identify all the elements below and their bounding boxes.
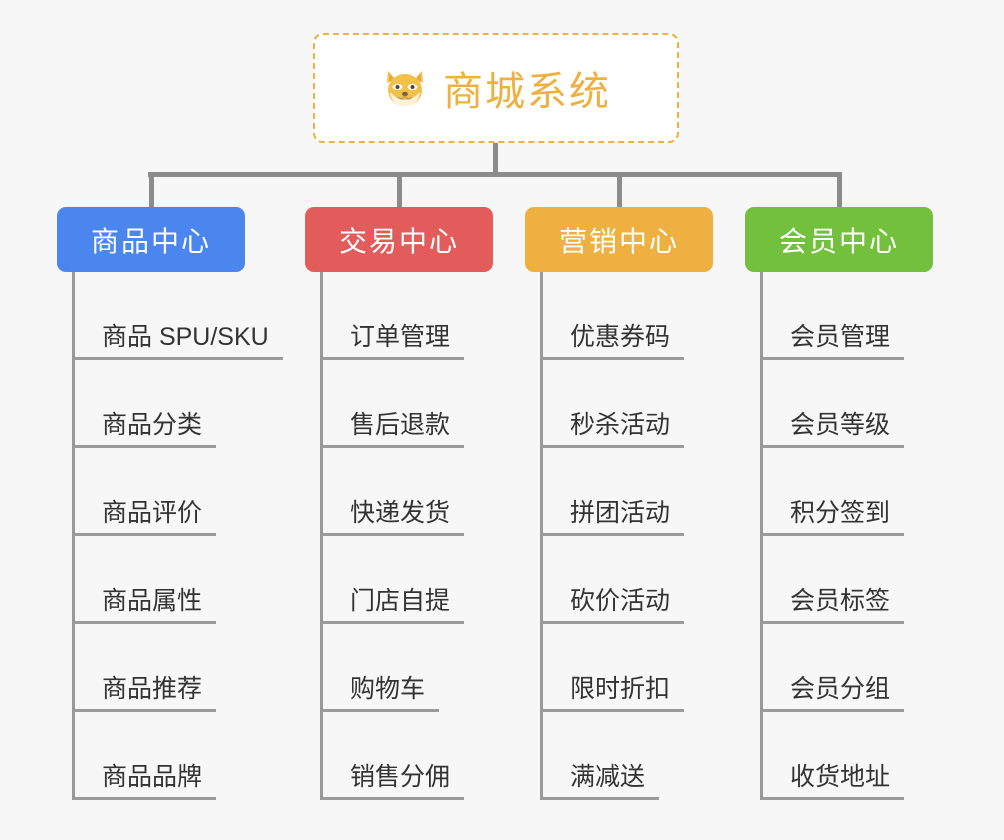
leaf-item[interactable]: 商品推荐 bbox=[72, 624, 283, 712]
leaf-item-label: 商品 SPU/SKU bbox=[72, 323, 283, 360]
leaf-item-label: 商品品牌 bbox=[72, 763, 217, 800]
leaf-item-label: 商品分类 bbox=[72, 411, 217, 448]
branch-member-center: 会员中心会员管理会员等级积分签到会员标签会员分组收货地址 bbox=[745, 207, 933, 800]
leaf-item-label: 拼团活动 bbox=[540, 499, 685, 536]
leaf-list-trade-center: 订单管理售后退款快递发货门店自提购物车销售分佣 bbox=[320, 272, 465, 800]
leaf-item[interactable]: 购物车 bbox=[320, 624, 464, 712]
leaf-item[interactable]: 砍价活动 bbox=[540, 536, 685, 624]
leaf-item-label: 积分签到 bbox=[760, 499, 905, 536]
leaf-item-label: 商品评价 bbox=[72, 499, 217, 536]
leaf-item[interactable]: 积分签到 bbox=[760, 448, 905, 536]
leaf-item[interactable]: 优惠券码 bbox=[540, 272, 685, 360]
leaf-item[interactable]: 会员标签 bbox=[760, 536, 905, 624]
leaf-item[interactable]: 满减送 bbox=[540, 712, 684, 800]
leaf-item[interactable]: 商品分类 bbox=[72, 360, 283, 448]
branch-marketing-center: 营销中心优惠券码秒杀活动拼团活动砍价活动限时折扣满减送 bbox=[525, 207, 713, 800]
connector-drop-product-center bbox=[149, 172, 154, 208]
leaf-item[interactable]: 收货地址 bbox=[760, 712, 905, 800]
leaf-item-label: 会员标签 bbox=[760, 587, 905, 624]
branch-header-label: 商品中心 bbox=[90, 225, 211, 257]
leaf-item[interactable]: 会员管理 bbox=[760, 272, 905, 360]
leaf-item-label: 会员等级 bbox=[760, 411, 905, 448]
leaf-item-label: 优惠券码 bbox=[540, 323, 685, 360]
leaf-item-label: 会员管理 bbox=[760, 323, 905, 360]
leaf-item-label: 售后退款 bbox=[320, 411, 465, 448]
root-title: 商城系统 bbox=[443, 70, 611, 114]
leaf-item-label: 销售分佣 bbox=[320, 763, 465, 800]
leaf-item-label: 门店自提 bbox=[320, 587, 465, 624]
connector-drop-marketing-center bbox=[617, 172, 622, 208]
branch-header-member-center[interactable]: 会员中心 bbox=[745, 207, 933, 272]
leaf-item-label: 订单管理 bbox=[320, 323, 465, 360]
leaf-item[interactable]: 拼团活动 bbox=[540, 448, 685, 536]
leaf-item[interactable]: 快递发货 bbox=[320, 448, 465, 536]
leaf-item-label: 会员分组 bbox=[760, 675, 905, 712]
leaf-list-marketing-center: 优惠券码秒杀活动拼团活动砍价活动限时折扣满减送 bbox=[540, 272, 685, 800]
leaf-item-label: 收货地址 bbox=[760, 763, 905, 800]
branch-header-label: 会员中心 bbox=[778, 225, 899, 257]
connector-stem bbox=[493, 143, 498, 175]
branch-trunk-product-center bbox=[72, 272, 75, 800]
leaf-item[interactable]: 会员分组 bbox=[760, 624, 905, 712]
leaf-item-label: 满减送 bbox=[540, 763, 660, 800]
leaf-item[interactable]: 商品 SPU/SKU bbox=[72, 272, 283, 360]
branch-trunk-trade-center bbox=[320, 272, 323, 800]
root-node[interactable]: 商城系统 bbox=[313, 33, 679, 143]
leaf-item-label: 限时折扣 bbox=[540, 675, 685, 712]
leaf-item[interactable]: 商品属性 bbox=[72, 536, 283, 624]
branch-header-label: 营销中心 bbox=[558, 225, 679, 257]
leaf-item-label: 商品推荐 bbox=[72, 675, 217, 712]
branch-header-product-center[interactable]: 商品中心 bbox=[57, 207, 245, 272]
branch-header-marketing-center[interactable]: 营销中心 bbox=[525, 207, 713, 272]
leaf-item-label: 商品属性 bbox=[72, 587, 217, 624]
leaf-list-product-center: 商品 SPU/SKU 商品分类商品评价商品属性商品推荐商品品牌 bbox=[72, 272, 283, 800]
branch-product-center: 商品中心商品 SPU/SKU 商品分类商品评价商品属性商品推荐商品品牌 bbox=[57, 207, 283, 800]
connector-bar bbox=[148, 172, 837, 177]
branch-header-trade-center[interactable]: 交易中心 bbox=[305, 207, 493, 272]
leaf-item[interactable]: 门店自提 bbox=[320, 536, 465, 624]
leaf-item[interactable]: 限时折扣 bbox=[540, 624, 685, 712]
leaf-list-member-center: 会员管理会员等级积分签到会员标签会员分组收货地址 bbox=[760, 272, 905, 800]
leaf-item[interactable]: 销售分佣 bbox=[320, 712, 465, 800]
branch-trunk-member-center bbox=[760, 272, 763, 800]
connector-drop-trade-center bbox=[397, 172, 402, 208]
leaf-item[interactable]: 商品评价 bbox=[72, 448, 283, 536]
branch-trunk-marketing-center bbox=[540, 272, 543, 800]
branch-header-label: 交易中心 bbox=[338, 225, 459, 257]
branch-trade-center: 交易中心订单管理售后退款快递发货门店自提购物车销售分佣 bbox=[305, 207, 493, 800]
shiba-dog-face-icon bbox=[381, 64, 429, 112]
leaf-item-label: 购物车 bbox=[320, 675, 440, 712]
leaf-item[interactable]: 售后退款 bbox=[320, 360, 465, 448]
leaf-item[interactable]: 会员等级 bbox=[760, 360, 905, 448]
leaf-item[interactable]: 订单管理 bbox=[320, 272, 465, 360]
leaf-item-label: 快递发货 bbox=[320, 499, 465, 536]
leaf-item-label: 砍价活动 bbox=[540, 587, 685, 624]
connector-drop-member-center bbox=[837, 172, 842, 208]
leaf-item[interactable]: 商品品牌 bbox=[72, 712, 283, 800]
leaf-item-label: 秒杀活动 bbox=[540, 411, 685, 448]
leaf-item[interactable]: 秒杀活动 bbox=[540, 360, 685, 448]
